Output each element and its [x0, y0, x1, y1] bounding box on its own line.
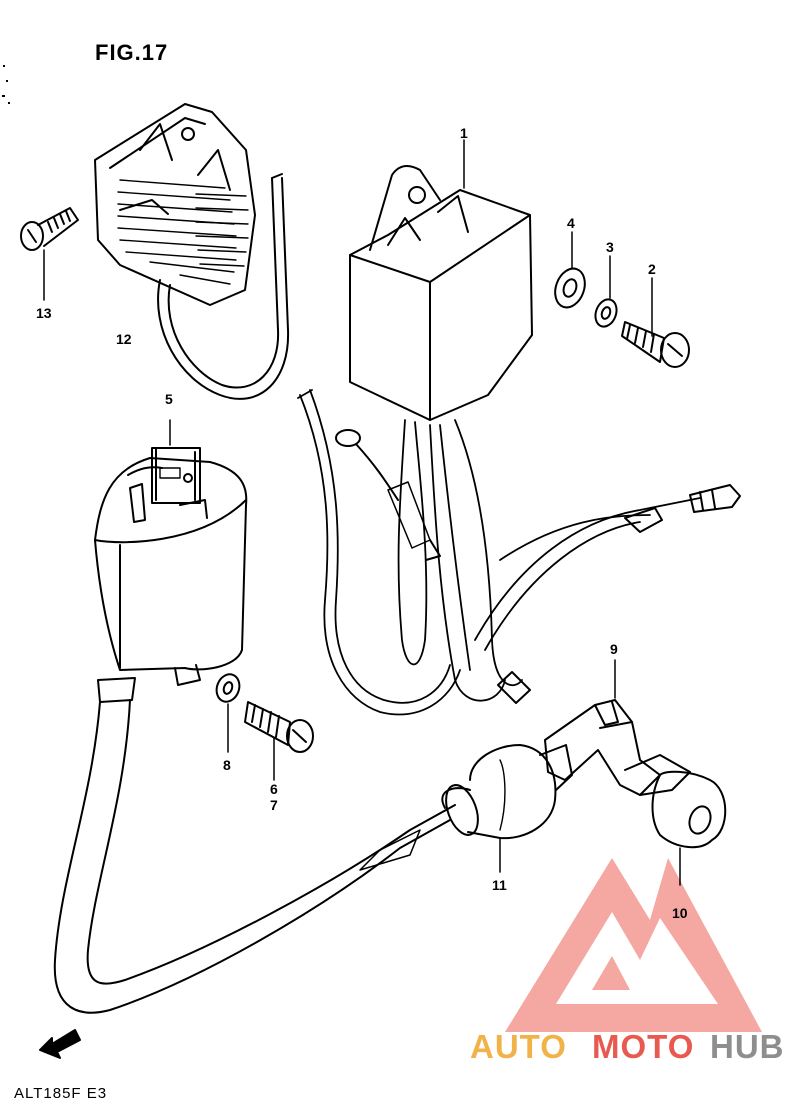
cdi-wiring-harness — [297, 389, 701, 716]
washer-4 — [554, 267, 586, 309]
lock-washer-3 — [594, 298, 618, 328]
figure-title: FIG.17 — [95, 40, 169, 65]
callout-11: 11 — [492, 877, 507, 893]
callout-6: 6 — [270, 781, 278, 797]
rubber-seal-11 — [441, 744, 573, 840]
callout-10: 10 — [672, 905, 688, 921]
callout-5: 5 — [165, 391, 173, 407]
high-tension-lead — [53, 677, 456, 1014]
ignition-coil — [94, 419, 248, 686]
callout-9: 9 — [610, 641, 618, 657]
fwd-arrow-icon — [39, 1029, 81, 1059]
watermark-text-moto: MOTO — [592, 1028, 695, 1065]
callout-8: 8 — [223, 757, 231, 773]
bolt-2 — [621, 321, 690, 368]
callout-12: 12 — [116, 331, 132, 347]
regulator-rectifier — [94, 103, 256, 306]
callout-7: 7 — [270, 797, 278, 813]
watermark-text-auto: AUTO — [470, 1028, 567, 1065]
screw-13 — [20, 207, 79, 251]
callout-3: 3 — [606, 239, 614, 255]
bolt-6-7 — [244, 701, 314, 753]
callout-4: 4 — [567, 215, 575, 231]
ring-terminal — [335, 429, 441, 561]
callout-2: 2 — [648, 261, 656, 277]
regulator-wire — [157, 173, 290, 400]
model-code: ALT185F E3 — [14, 1085, 108, 1102]
watermark-logo-icon — [505, 858, 762, 1032]
cdi-unit — [349, 165, 533, 421]
washer-8 — [215, 673, 241, 703]
scan-noise — [2, 65, 10, 104]
callout-1: 1 — [460, 125, 468, 141]
spark-plug-cap — [544, 699, 727, 849]
bullet-connector — [497, 484, 741, 704]
watermark-text-hub: HUB — [710, 1028, 785, 1065]
callout-13: 13 — [36, 305, 52, 321]
